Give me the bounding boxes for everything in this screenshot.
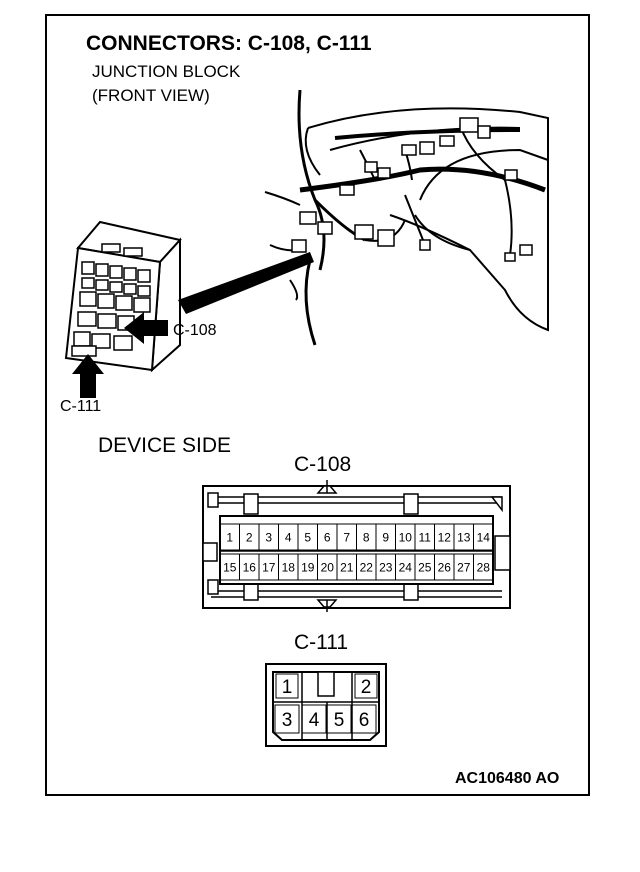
junction-block-fuses bbox=[71, 243, 151, 357]
c108-pin-27: 27 bbox=[457, 560, 471, 574]
c108-pin-3: 3 bbox=[265, 530, 272, 544]
c111-arrow bbox=[72, 354, 104, 398]
c111-pin-1-cell bbox=[275, 673, 299, 699]
view-caption-line2: (FRONT VIEW) bbox=[92, 86, 210, 105]
c108-pin-12: 12 bbox=[438, 530, 452, 544]
c108-connector-label: C-108 bbox=[294, 453, 352, 476]
c108-pointer-label: C-108 bbox=[173, 322, 217, 339]
c108-pin-1: 1 bbox=[226, 530, 233, 544]
c108-pin-11: 11 bbox=[419, 530, 432, 544]
c108-pin-10: 10 bbox=[399, 530, 413, 544]
c108-pin-15: 15 bbox=[223, 560, 237, 574]
c111-pin-6: 6 bbox=[359, 710, 370, 731]
c108-pin-26: 26 bbox=[438, 560, 452, 574]
c108-pin-6: 6 bbox=[324, 530, 331, 544]
c111-pin-2: 2 bbox=[361, 677, 372, 698]
c108-pin-16: 16 bbox=[243, 560, 257, 574]
c108-pin-7: 7 bbox=[343, 530, 350, 544]
device-side-label: DEVICE SIDE bbox=[98, 434, 232, 457]
c108-pin-13: 13 bbox=[457, 530, 471, 544]
c108-pin-25: 25 bbox=[418, 560, 432, 574]
c111-pointer-label: C-111 bbox=[60, 398, 102, 415]
location-pointer-arrow bbox=[178, 252, 314, 314]
c111-pin-4-cell bbox=[301, 704, 327, 734]
figure-frame bbox=[45, 14, 590, 796]
c111-pin-1: 1 bbox=[282, 677, 293, 698]
c108-pin-14-cell bbox=[473, 523, 494, 551]
harness-connectors bbox=[291, 117, 533, 262]
c108-pin-4: 4 bbox=[285, 530, 292, 544]
c111-pin-2-cell bbox=[354, 673, 378, 699]
c111-pin-3-cell bbox=[274, 704, 300, 734]
wire-harness bbox=[264, 89, 546, 346]
c111-pin-5-cell bbox=[326, 704, 352, 734]
c108-pin-9: 9 bbox=[382, 530, 389, 544]
c108-pin-23: 23 bbox=[379, 560, 393, 574]
c108-pin-8: 8 bbox=[363, 530, 370, 544]
c108-pin-5: 5 bbox=[304, 530, 311, 544]
c108-arrow bbox=[124, 312, 168, 344]
c108-pin-18: 18 bbox=[282, 560, 296, 574]
c108-pin-28-cell bbox=[473, 553, 494, 581]
c108-pin-28: 28 bbox=[477, 560, 491, 574]
c108-pin-17: 17 bbox=[262, 560, 276, 574]
view-caption-line1: JUNCTION BLOCK bbox=[92, 62, 241, 81]
c108-pin-19: 19 bbox=[301, 560, 315, 574]
c111-pin-5: 5 bbox=[334, 710, 345, 731]
c108-pin-22: 22 bbox=[360, 560, 374, 574]
c108-pin-21: 21 bbox=[340, 560, 354, 574]
c111-pin-3: 3 bbox=[282, 710, 293, 731]
c111-pin-4: 4 bbox=[309, 710, 320, 731]
c108-pin-24: 24 bbox=[399, 560, 413, 574]
c108-pin-14: 14 bbox=[477, 530, 491, 544]
figure-code: AC106480 AO bbox=[455, 770, 560, 787]
c111-pin-6-cell bbox=[351, 704, 377, 734]
c108-pin-20: 20 bbox=[321, 560, 335, 574]
c108-pin-2: 2 bbox=[246, 530, 253, 544]
figure-title: CONNECTORS: C-108, C-111 bbox=[86, 32, 372, 55]
c111-connector-label: C-111 bbox=[294, 631, 349, 654]
